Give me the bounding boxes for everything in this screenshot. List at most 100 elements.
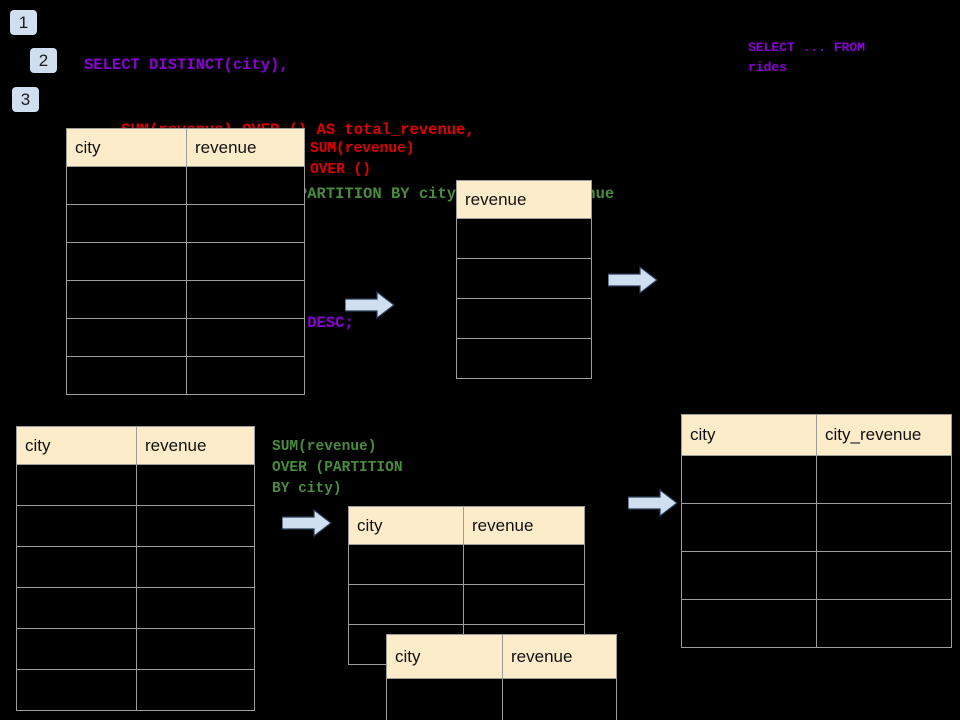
- step-badge-2[interactable]: 2: [30, 48, 57, 73]
- table-row: [348, 584, 585, 625]
- table-row: [456, 258, 592, 299]
- table-cell: [348, 584, 464, 625]
- step-badge-3[interactable]: 3: [12, 87, 39, 112]
- table-row: [16, 546, 255, 588]
- table-header-row: city revenue: [66, 128, 305, 167]
- table-cell: [136, 505, 255, 547]
- column-header-city: city: [386, 634, 503, 679]
- table-cell: [186, 280, 305, 319]
- column-header-revenue: revenue: [502, 634, 617, 679]
- rides-source-table-top: city revenue: [66, 128, 305, 395]
- table-cell: [136, 669, 255, 711]
- table-cell: [456, 298, 592, 339]
- column-header-city: city: [16, 426, 137, 465]
- table-row: [66, 318, 305, 357]
- table-cell: [386, 678, 503, 720]
- table-cell: [186, 318, 305, 357]
- table-row: [66, 242, 305, 281]
- table-cell: [16, 505, 137, 547]
- table-cell: [456, 218, 592, 259]
- arrow-partition-to-result-icon: [628, 488, 678, 518]
- table-row: [348, 544, 585, 585]
- table-cell: [681, 503, 817, 552]
- step-badge-2-label: 2: [38, 51, 49, 70]
- table-row: [16, 464, 255, 506]
- column-header-city: city: [66, 128, 187, 167]
- column-header-revenue: revenue: [186, 128, 305, 167]
- table-header-row: revenue: [456, 180, 592, 219]
- table-row: [386, 678, 617, 720]
- column-header-city-revenue: city_revenue: [816, 414, 952, 456]
- table-cell: [136, 628, 255, 670]
- table-cell: [186, 204, 305, 243]
- column-header-city: city: [348, 506, 464, 545]
- table-cell: [66, 356, 187, 395]
- annotation-select-from-rides: SELECT ... FROM rides: [748, 40, 866, 75]
- table-cell: [16, 587, 137, 629]
- table-header-row: city revenue: [348, 506, 585, 545]
- table-cell: [463, 544, 585, 585]
- table-cell: [186, 356, 305, 395]
- table-row: [456, 218, 592, 259]
- table-cell: [136, 587, 255, 629]
- table-cell: [456, 258, 592, 299]
- table-cell: [186, 242, 305, 281]
- table-cell: [66, 280, 187, 319]
- column-header-revenue: revenue: [463, 506, 585, 545]
- table-row: [456, 298, 592, 339]
- table-cell: [16, 464, 137, 506]
- table-row: [66, 356, 305, 395]
- table-row: [16, 505, 255, 547]
- arrow-source-to-total-icon: [345, 290, 395, 320]
- table-cell: [186, 166, 305, 205]
- column-header-city: city: [681, 414, 817, 456]
- total-revenue-table: revenue: [456, 180, 592, 379]
- table-row: [681, 455, 952, 504]
- table-row: [16, 669, 255, 711]
- table-cell: [136, 546, 255, 588]
- table-header-row: city revenue: [16, 426, 255, 465]
- table-row: [66, 280, 305, 319]
- table-cell: [136, 464, 255, 506]
- table-row: [66, 204, 305, 243]
- table-cell: [66, 318, 187, 357]
- table-row: [681, 599, 952, 648]
- table-cell: [348, 544, 464, 585]
- step-badge-1[interactable]: 1: [10, 10, 37, 35]
- rides-source-table-bottom: city revenue: [16, 426, 255, 711]
- table-cell: [816, 455, 952, 504]
- step-badge-1-label: 1: [18, 13, 29, 32]
- table-row: [16, 587, 255, 629]
- table-row: [681, 503, 952, 552]
- table-cell: [816, 551, 952, 600]
- column-header-revenue: revenue: [136, 426, 255, 465]
- column-header-revenue: revenue: [456, 180, 592, 219]
- annotation-sum-over-partition: SUM(revenue) OVER (PARTITION BY city): [272, 439, 403, 497]
- sql-line-select: SELECT DISTINCT(city),: [84, 56, 289, 74]
- city-revenue-result-table: city city_revenue: [681, 414, 952, 648]
- arrow-total-to-result-icon: [608, 265, 658, 295]
- table-row: [456, 338, 592, 379]
- table-header-row: city revenue: [386, 634, 617, 679]
- table-cell: [16, 546, 137, 588]
- step-badge-3-label: 3: [20, 90, 31, 109]
- partition-group-table-back: city revenue: [348, 506, 585, 665]
- table-cell: [502, 678, 617, 720]
- table-cell: [681, 455, 817, 504]
- table-cell: [456, 338, 592, 379]
- table-cell: [681, 551, 817, 600]
- table-row: [16, 628, 255, 670]
- table-row: [66, 166, 305, 205]
- table-cell: [66, 242, 187, 281]
- table-cell: [816, 599, 952, 648]
- table-row: [681, 551, 952, 600]
- table-header-row: city city_revenue: [681, 414, 952, 456]
- table-cell: [66, 204, 187, 243]
- annotation-sum-over-empty: SUM(revenue) OVER (): [310, 141, 415, 178]
- table-cell: [681, 599, 817, 648]
- table-cell: [463, 584, 585, 625]
- table-cell: [16, 628, 137, 670]
- partition-group-table-front: city revenue: [386, 634, 617, 720]
- arrow-source-to-partition-icon: [282, 508, 332, 538]
